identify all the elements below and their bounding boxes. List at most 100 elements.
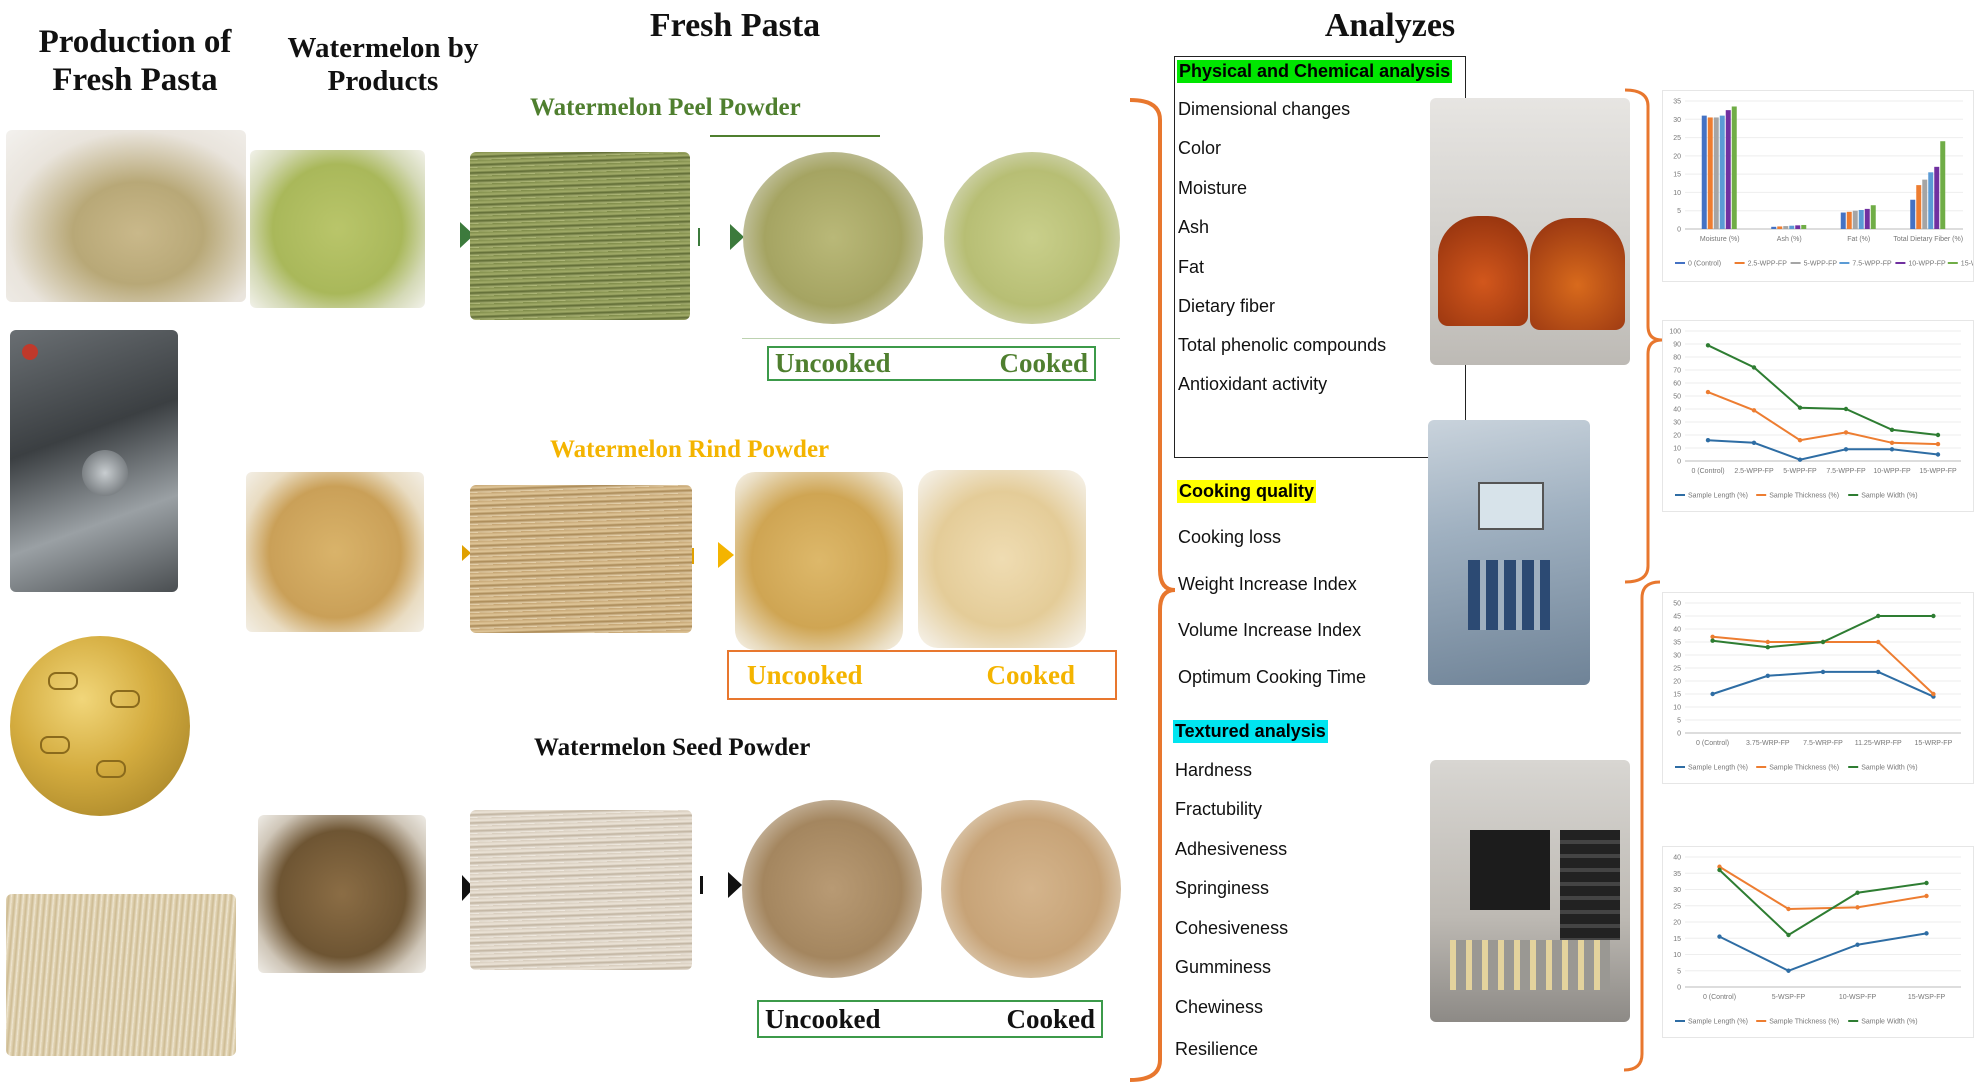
- data-point: [1876, 669, 1881, 675]
- peel-uncooked-plate: [743, 152, 923, 324]
- y-tick-label: 50: [1673, 394, 1681, 401]
- bar: [1852, 210, 1858, 229]
- data-point: [1705, 343, 1711, 348]
- data-point: [1751, 408, 1757, 413]
- texture-analysis-title: Textured analysis: [1173, 720, 1328, 743]
- y-tick-label: 45: [1673, 614, 1681, 621]
- uncooked-label: Uncooked: [765, 1003, 881, 1034]
- y-tick-label: 40: [1673, 855, 1681, 862]
- data-point: [1855, 905, 1860, 910]
- legend-entry: Sample Thickness (%): [1769, 1019, 1839, 1026]
- y-tick-label: 40: [1673, 407, 1681, 414]
- chart-brace-bottom: [1623, 580, 1661, 1072]
- analysis-item: Dietary fiber: [1178, 296, 1276, 316]
- legend-entry: 2.5-WPP-FP: [1748, 261, 1788, 268]
- row-title-seed: Watermelon Seed Powder: [534, 734, 811, 761]
- data-point: [1710, 634, 1715, 639]
- y-tick-label: 0: [1677, 985, 1681, 992]
- legend-entry: 5-WPP-FP: [1804, 261, 1838, 268]
- data-point: [1717, 864, 1722, 869]
- y-tick-label: 0: [1677, 731, 1681, 738]
- analysis-item: Optimum Cooking Time: [1178, 667, 1367, 687]
- heading-analyzes: Analyzes: [1324, 7, 1456, 44]
- y-tick-label: 25: [1673, 666, 1681, 673]
- y-tick-label: 0: [1677, 459, 1681, 466]
- y-tick-label: 15: [1673, 172, 1681, 179]
- y-tick-label: 15: [1673, 692, 1681, 699]
- pasta-extrusion-photo: [6, 894, 236, 1056]
- peel-title-underline: [710, 135, 880, 137]
- bar: [1789, 225, 1795, 229]
- data-point: [1786, 906, 1791, 912]
- analysis-item: Springiness: [1175, 878, 1270, 898]
- x-tick-label: 3.75-WRP-FP: [1746, 740, 1790, 747]
- series-line: [1718, 865, 1927, 911]
- rind-cooked-plate: [918, 470, 1086, 648]
- analysis-item: Ash: [1178, 217, 1210, 237]
- legend-entry: Sample Length (%): [1688, 1019, 1748, 1026]
- seed-state-labels: Uncooked Cooked: [757, 1000, 1103, 1038]
- spectrophotometer-photo: [1428, 420, 1590, 685]
- data-point: [1717, 867, 1722, 873]
- y-tick-label: 10: [1673, 705, 1681, 712]
- analysis-item: Adhesiveness: [1175, 839, 1288, 859]
- bar: [1725, 110, 1731, 229]
- divider-mark: [700, 876, 703, 894]
- y-tick-label: 35: [1673, 640, 1681, 647]
- rind-powder-photo: [246, 472, 424, 632]
- bar: [1928, 172, 1934, 229]
- seed-uncooked-plate: [742, 800, 922, 978]
- x-tick-label: 0 (Control): [1691, 468, 1724, 475]
- analysis-item: Cohesiveness: [1175, 918, 1289, 938]
- legend-entry: Sample Thickness (%): [1769, 765, 1839, 772]
- x-tick-label: 5-WPP-FP: [1783, 468, 1817, 475]
- bar: [1783, 226, 1789, 229]
- analysis-item: Hardness: [1175, 760, 1253, 780]
- rind-pasta-strands-photo: [470, 485, 692, 633]
- bar: [1707, 117, 1713, 229]
- bar: [1719, 115, 1725, 229]
- bar: [1701, 115, 1707, 229]
- data-point: [1765, 645, 1770, 650]
- seed-cooked-plate: [941, 800, 1121, 978]
- data-point: [1705, 389, 1711, 395]
- legend-entry: Sample Thickness (%): [1769, 493, 1839, 500]
- data-point: [1876, 639, 1881, 645]
- x-tick-label: 2.5-WPP-FP: [1734, 468, 1774, 475]
- peel-pasta-strands-photo: [470, 152, 690, 320]
- rind-uncooked-plate: [735, 472, 903, 650]
- data-point: [1889, 427, 1895, 432]
- heading-byproducts: Watermelon by Products: [287, 32, 479, 98]
- seed-powder-photo: [258, 815, 426, 973]
- analysis-item: Total phenolic compounds: [1178, 335, 1387, 355]
- analysis-brace: [1129, 98, 1176, 1082]
- x-tick-label: 11.25-WRP-FP: [1855, 740, 1902, 747]
- data-point: [1820, 639, 1826, 645]
- analysis-item: Resilience: [1175, 1039, 1259, 1059]
- legend-entry: 0 (Control): [1688, 261, 1721, 268]
- row-title-rind: Watermelon Rind Powder: [550, 436, 830, 463]
- y-tick-label: 20: [1673, 153, 1681, 160]
- legend-entry: 15-WPP-FP: [1961, 261, 1973, 268]
- bar: [1713, 117, 1719, 229]
- y-tick-label: 30: [1673, 653, 1681, 660]
- y-tick-label: 70: [1673, 368, 1681, 375]
- x-tick-label: 7.5-WRP-FP: [1803, 740, 1843, 747]
- data-point: [1935, 432, 1941, 438]
- x-tick-label: 15-WPP-FP: [1919, 468, 1957, 475]
- arrow-icon: [728, 872, 742, 898]
- data-point: [1786, 932, 1791, 938]
- data-point: [1765, 673, 1770, 678]
- data-point: [1843, 430, 1849, 435]
- y-tick-label: 25: [1673, 135, 1681, 142]
- peel-cooked-plate: [944, 152, 1120, 324]
- data-point: [1765, 639, 1770, 645]
- bar: [1934, 166, 1940, 229]
- bar: [1771, 226, 1777, 229]
- legend-entry: Sample Length (%): [1688, 765, 1748, 772]
- data-point: [1717, 934, 1722, 939]
- analysis-item: Fat: [1178, 257, 1205, 277]
